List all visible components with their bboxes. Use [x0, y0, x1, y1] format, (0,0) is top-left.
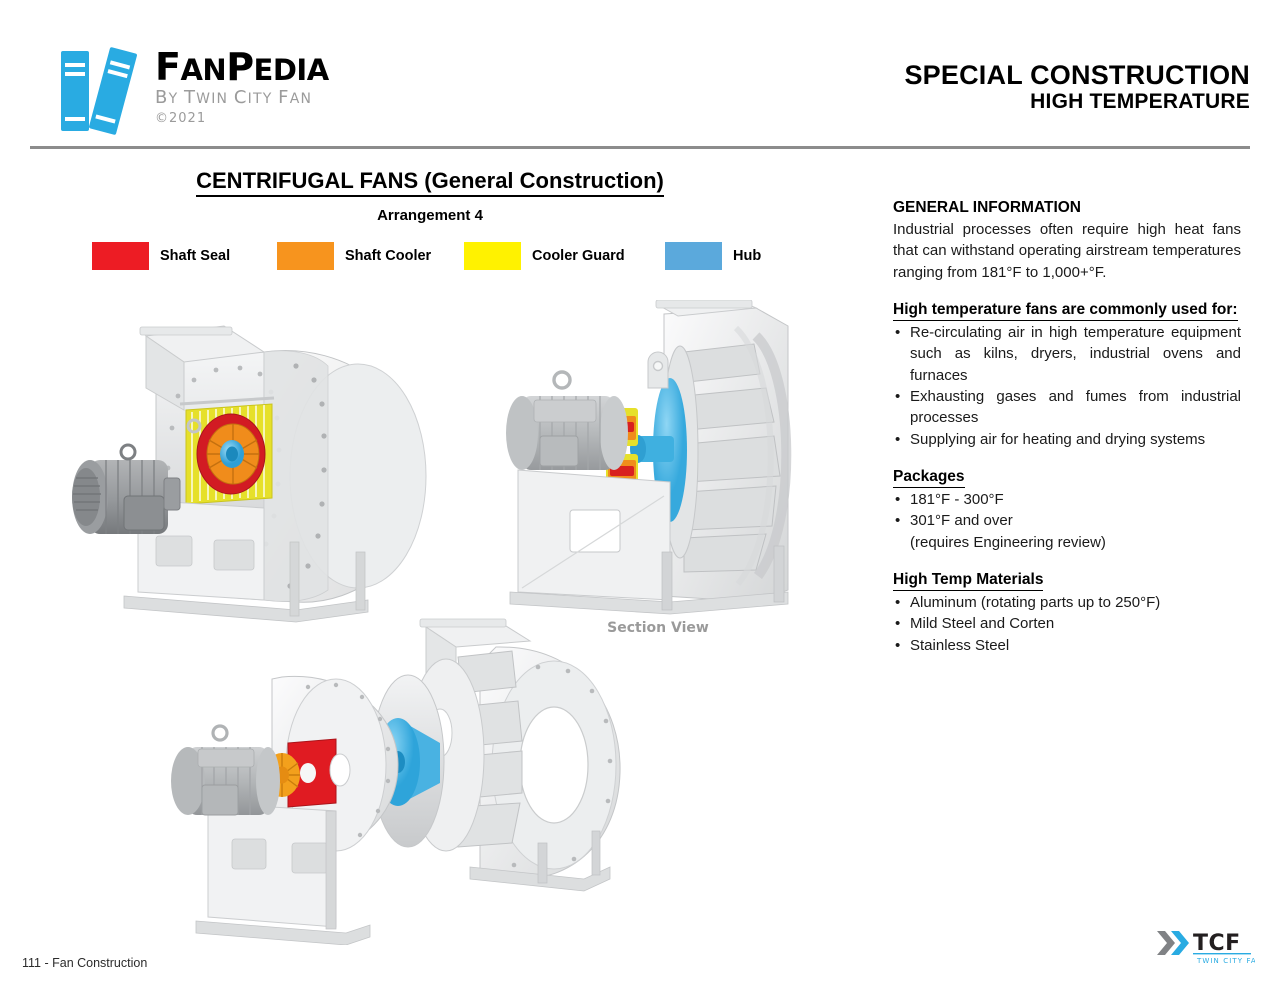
brand-title-f: F — [155, 45, 181, 89]
legend-label-shaft-seal: Shaft Seal — [160, 248, 231, 264]
packages-heading-wrap: Packages — [893, 467, 1241, 489]
general-information-text: Industrial processes often require high … — [893, 221, 1241, 281]
section-title: CENTRIFUGAL FANS (General Construction) — [196, 168, 664, 198]
legend-item-shaft-seal: Shaft Seal — [92, 242, 230, 270]
packages-list: 181°F - 300°F 301°F and over (requires E… — [893, 489, 1241, 553]
section-view-caption: Section View — [607, 620, 709, 636]
materials-heading: High Temp Materials — [893, 570, 1044, 592]
centrifugal-fan-arrangement-4-render — [28, 300, 448, 640]
uses-heading: High temperature fans are commonly used … — [893, 300, 1238, 322]
materials-heading-wrap: High Temp Materials — [893, 570, 1241, 592]
page-header: FANPEDIA BY TWIN CITY FAN ©2021 SPECIAL … — [0, 0, 1280, 150]
tcf-logo: TCF TWIN CITY FAN — [1155, 925, 1262, 965]
brand-title-an: AN — [180, 53, 227, 87]
list-item: Aluminum (rotating parts up to 250°F) — [893, 592, 1241, 614]
legend-label-cooler-guard: Cooler Guard — [532, 248, 625, 264]
list-item: Stainless Steel — [893, 635, 1241, 657]
brand-copyright: ©2021 — [155, 110, 207, 126]
packages-heading: Packages — [893, 467, 965, 489]
brand-subtitle-c: C — [233, 87, 248, 108]
brand-subtitle-y: Y — [168, 91, 184, 107]
list-item: Mild Steel and Corten — [893, 613, 1241, 635]
legend-swatch-shaft-cooler — [277, 242, 334, 270]
legend-swatch-shaft-seal — [92, 242, 149, 270]
brand-title: FANPEDIA — [155, 48, 405, 86]
books-icon — [45, 38, 150, 143]
legend-item-cooler-guard: Cooler Guard — [464, 242, 625, 270]
svg-text:TWIN CITY FAN: TWIN CITY FAN — [1196, 957, 1255, 965]
general-information-heading: GENERAL INFORMATION — [893, 199, 1082, 216]
legend-swatch-cooler-guard — [464, 242, 521, 270]
brand-subtitle-b: B — [155, 87, 169, 108]
legend: Shaft Seal Shaft Cooler Cooler Guard Hub — [92, 242, 792, 272]
brand-subtitle-an: AN — [289, 91, 313, 107]
legend-label-hub: Hub — [733, 248, 762, 264]
footer-page-label: 111 - Fan Construction — [22, 956, 148, 970]
list-item-text: 181°F - 300°F — [910, 491, 1004, 509]
information-panel: GENERAL INFORMATION Industrial processes… — [893, 198, 1241, 656]
legend-label-shaft-cooler: Shaft Cooler — [345, 248, 432, 264]
brand-subtitle-win: WIN — [196, 91, 234, 107]
left-column: CENTRIFUGAL FANS (General Construction) … — [0, 150, 870, 950]
list-item-continuation: (requires Engineering review) — [910, 533, 1106, 551]
centrifugal-fan-section-view-render — [488, 299, 828, 645]
brand-title-edia: EDIA — [253, 53, 330, 87]
list-item: Exhausting gases and fumes from industri… — [893, 386, 1241, 429]
list-item: 301°F and over (requires Engineering rev… — [893, 510, 1241, 553]
list-item: Re-circulating air in high temperature e… — [893, 322, 1241, 386]
list-item: 181°F - 300°F — [893, 489, 1241, 511]
list-item-text: 301°F and over — [910, 512, 1013, 530]
brand-subtitle-ity: ITY — [247, 91, 279, 107]
legend-swatch-hub — [665, 242, 722, 270]
section-title-block: CENTRIFUGAL FANS (General Construction) … — [0, 168, 860, 224]
uses-list: Re-circulating air in high temperature e… — [893, 322, 1241, 450]
materials-list: Aluminum (rotating parts up to 250°F) Mi… — [893, 592, 1241, 656]
brand-subtitle-f: F — [278, 87, 290, 108]
spacer — [893, 553, 1241, 570]
section-subtitle: Arrangement 4 — [377, 207, 483, 225]
legend-item-hub: Hub — [665, 242, 761, 270]
brand-subtitle-t: T — [183, 87, 197, 108]
brand-title-p: P — [226, 45, 254, 89]
svg-text:TCF: TCF — [1193, 931, 1241, 956]
brand-text-block: FANPEDIA BY TWIN CITY FAN ©2021 — [155, 48, 405, 126]
legend-item-shaft-cooler: Shaft Cooler — [277, 242, 431, 270]
page-title: SPECIAL CONSTRUCTION — [904, 60, 1250, 90]
spacer — [893, 450, 1241, 467]
spacer — [893, 283, 1241, 300]
page-subtitle: HIGH TEMPERATURE — [1030, 90, 1250, 114]
list-item: Supplying air for heating and drying sys… — [893, 429, 1241, 451]
uses-heading-wrap: High temperature fans are commonly used … — [893, 300, 1241, 322]
header-title-block: SPECIAL CONSTRUCTION HIGH TEMPERATURE — [904, 60, 1250, 114]
header-divider — [30, 146, 1250, 149]
brand-subtitle: BY TWIN CITY FAN — [155, 88, 405, 108]
centrifugal-fan-exploded-view-render — [140, 615, 640, 946]
fanpedia-logo: FANPEDIA BY TWIN CITY FAN ©2021 — [45, 38, 405, 143]
